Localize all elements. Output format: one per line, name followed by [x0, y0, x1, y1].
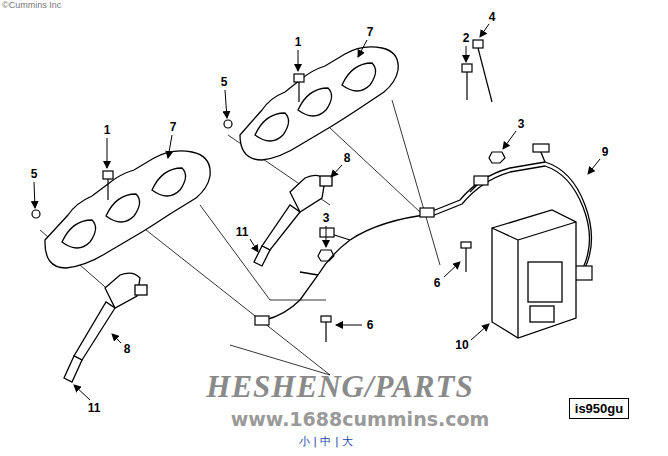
callout-number: 11 [236, 226, 249, 238]
callout-number: 11 [88, 402, 101, 414]
callout-number: 1 [295, 36, 302, 48]
callout-number: 6 [434, 277, 441, 289]
callout-number: 7 [367, 26, 374, 38]
watermark: www.1688cummins.com [231, 410, 490, 429]
callout-number: 7 [170, 121, 177, 133]
callout-number: 4 [489, 11, 496, 23]
callout-number: 9 [602, 146, 609, 158]
callout-number: 8 [124, 343, 131, 355]
callout-number: 3 [518, 118, 525, 130]
drawing-code: is950gu [569, 398, 629, 419]
size-links: 小 | 中 | 大 [299, 436, 353, 447]
callout-number: 5 [221, 76, 228, 88]
callout-number: 2 [463, 32, 470, 44]
callout-number: 1 [104, 124, 111, 136]
callout-number: 10 [455, 339, 468, 351]
watermark: HESHENG/PARTS [206, 371, 473, 402]
callout-number: 8 [344, 152, 351, 164]
callout-number: 6 [367, 319, 374, 331]
copyright-note: ©Cummins Inc [2, 1, 61, 10]
callout-number: 5 [31, 168, 38, 180]
callout-number: 3 [323, 212, 330, 224]
